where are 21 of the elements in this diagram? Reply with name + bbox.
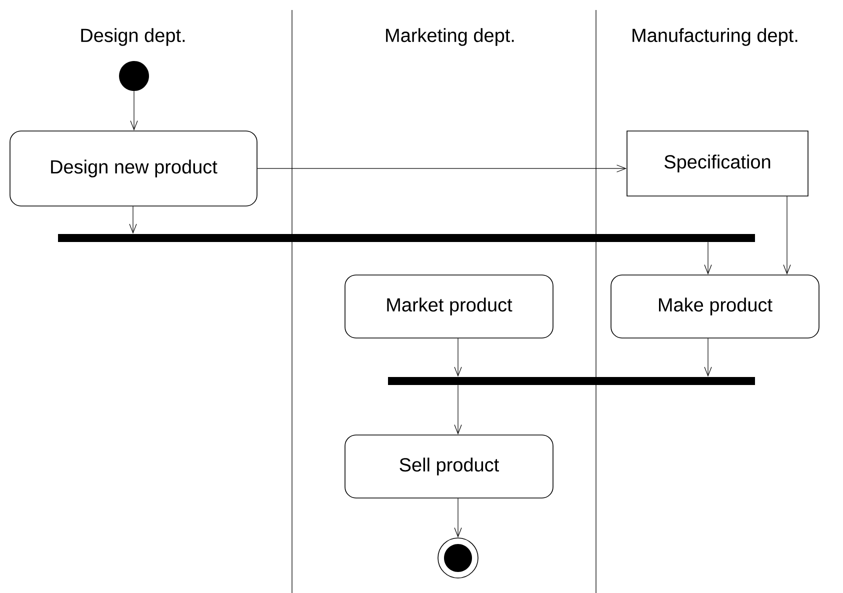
activity-box: Design new product: [10, 130, 258, 206]
arrow: [454, 384, 462, 435]
lane-heading: Marketing dept.: [386, 28, 514, 46]
sync-bar: [388, 376, 755, 385]
arrow: [454, 338, 462, 377]
arrow: [783, 196, 791, 275]
activity-box: Sell product: [344, 434, 554, 498]
lane-heading: Design dept.: [81, 28, 185, 46]
activity-box: Make product: [610, 274, 820, 338]
end-node: [438, 538, 478, 578]
start-node: [119, 61, 149, 91]
lane-heading: Manufacturing dept.: [632, 28, 798, 46]
activity-box: Market product: [344, 274, 554, 338]
arrow: [257, 164, 627, 172]
sync-bar: [58, 234, 755, 242]
arrow: [704, 242, 712, 275]
arrow: [129, 206, 137, 234]
arrow: [704, 338, 712, 377]
arrow: [130, 90, 138, 131]
object-box: Specification: [626, 130, 808, 196]
arrow: [454, 498, 462, 538]
